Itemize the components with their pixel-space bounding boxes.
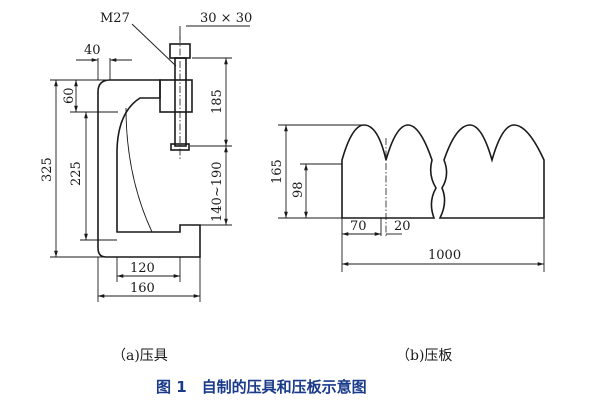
dim-top-width: 40 — [84, 43, 101, 58]
frame-inner-curve — [125, 107, 153, 233]
clamp-drawing: M27 30 × 30 40 325 60 225 185 140~19 — [40, 11, 252, 302]
dim-opening: 140~190 — [210, 161, 225, 222]
thread-label: M27 — [100, 11, 130, 26]
dim-plate-height: 165 — [270, 159, 285, 184]
figure-caption: 图 1 自制的压具和压板示意图 — [156, 378, 367, 396]
dim-top-jaw: 60 — [62, 87, 77, 104]
dim-inner-height: 225 — [69, 161, 84, 186]
plate-left-piece — [341, 124, 437, 219]
plate-caption: （b)压板 — [396, 348, 452, 364]
dim-screw-reach: 185 — [210, 89, 225, 114]
screw-rod — [174, 57, 187, 147]
dim-plate-length: 1000 — [428, 248, 461, 263]
dim-total-height: 325 — [40, 157, 55, 182]
dim-gap: 20 — [394, 219, 411, 234]
plate-drawing: 165 98 70 20 1000 — [270, 124, 545, 272]
thread-leader — [131, 23, 177, 67]
dim-base-total: 160 — [130, 281, 155, 296]
dim-base-inner: 120 — [130, 261, 155, 276]
dim-plate-body: 98 — [291, 181, 306, 198]
handle-label: 30 × 30 — [200, 11, 252, 26]
dim-pitch: 70 — [350, 219, 367, 234]
plate-right-piece — [438, 124, 545, 219]
screw-boss — [159, 79, 193, 113]
clamp-frame — [97, 79, 201, 258]
clamp-caption: （a)压具 — [112, 348, 168, 364]
